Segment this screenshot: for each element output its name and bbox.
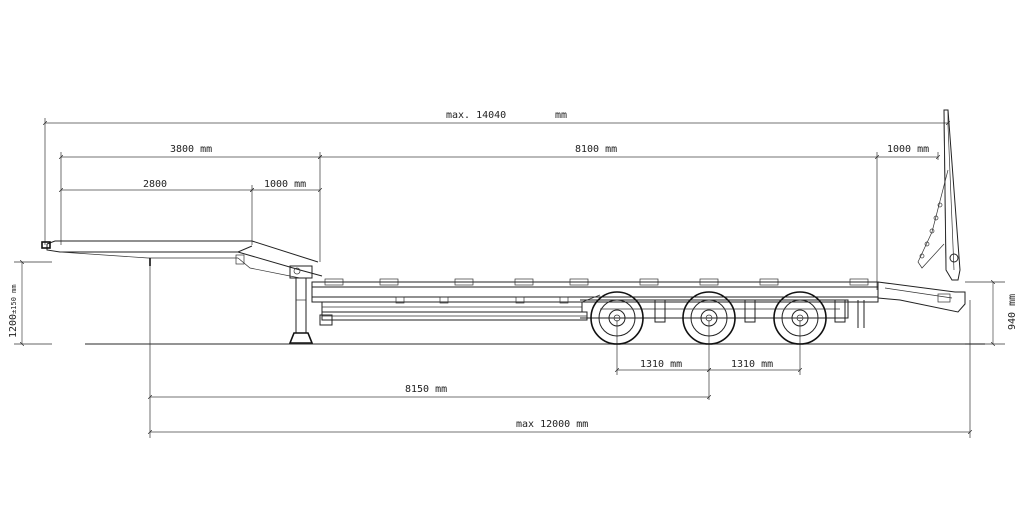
wheel-axle-3 [773, 291, 827, 345]
label-ramp-length: 1000 mm [887, 144, 929, 155]
label-coupling-tolerance: ±150 mm [10, 284, 18, 314]
dimension-lines [22, 123, 993, 432]
gooseneck [41, 240, 323, 279]
wheel-axle-2 [682, 291, 736, 345]
axle-group [580, 299, 849, 323]
label-overall-unit: mm [555, 110, 567, 121]
label-neck-slope: 1000 mm [264, 179, 306, 190]
label-axle-spacing-1: 1310 mm [640, 359, 682, 370]
rear-tail [857, 281, 966, 328]
deck-frame [311, 278, 879, 326]
label-kingpin-to-axle: 8150 mm [405, 384, 447, 395]
landing-gear [288, 265, 314, 344]
label-neck-upper: 2800 [143, 179, 167, 190]
label-gooseneck-total: 3800 mm [170, 144, 212, 155]
rear-ramp [917, 109, 961, 281]
label-coupling-value: 1200 [8, 314, 19, 338]
label-rear-height: 940 mm [1007, 294, 1018, 330]
dimension-labels: max. 14040 mm 3800 mm 8100 mm 1000 mm 28… [8, 110, 1018, 430]
wheel-axle-1 [590, 291, 644, 345]
label-deck-length: 8100 mm [575, 144, 617, 155]
extension-lines [14, 110, 1005, 438]
label-axle-spacing-2: 1310 mm [731, 359, 773, 370]
label-body-length: max 12000 mm [516, 419, 588, 430]
label-coupling-height: 1200±150 mm [8, 284, 19, 338]
label-overall-value: max. 14040 [446, 110, 506, 121]
